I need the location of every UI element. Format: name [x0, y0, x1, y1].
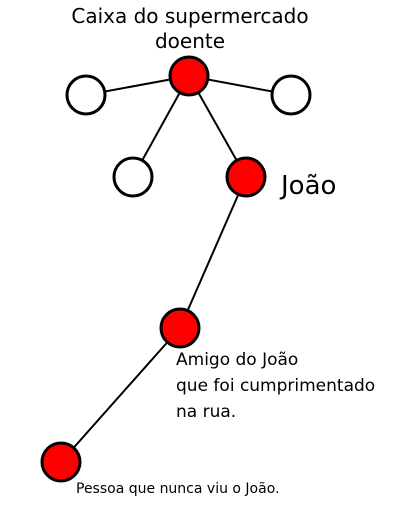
- nodes: [40, 55, 312, 483]
- title-line-2: doente: [154, 29, 226, 53]
- edge-joao-friend: [179, 176, 247, 329]
- friend-label: Amigo do João que foi cumprimentado na r…: [176, 347, 375, 425]
- node-friend: [159, 307, 201, 349]
- title-line-1: Caixa do supermercado: [71, 4, 309, 28]
- edge-friend-stranger: [60, 327, 181, 463]
- joao-label: João: [281, 171, 337, 201]
- node-left-contact: [65, 74, 107, 116]
- node-joao: [225, 156, 267, 198]
- friend-label-line-1: Amigo do João: [176, 350, 299, 370]
- node-right-contact: [270, 74, 312, 116]
- friend-label-line-3: na rua.: [176, 402, 237, 422]
- friend-label-line-2: que foi cumprimentado: [176, 376, 376, 396]
- node-stranger: [40, 441, 82, 483]
- node-cashier: [168, 55, 210, 97]
- diagram-title: Caixa do supermercado doente: [0, 4, 380, 54]
- stranger-label: Pessoa que nunca viu o João.: [76, 481, 280, 497]
- node-lower-left-contact: [112, 156, 154, 198]
